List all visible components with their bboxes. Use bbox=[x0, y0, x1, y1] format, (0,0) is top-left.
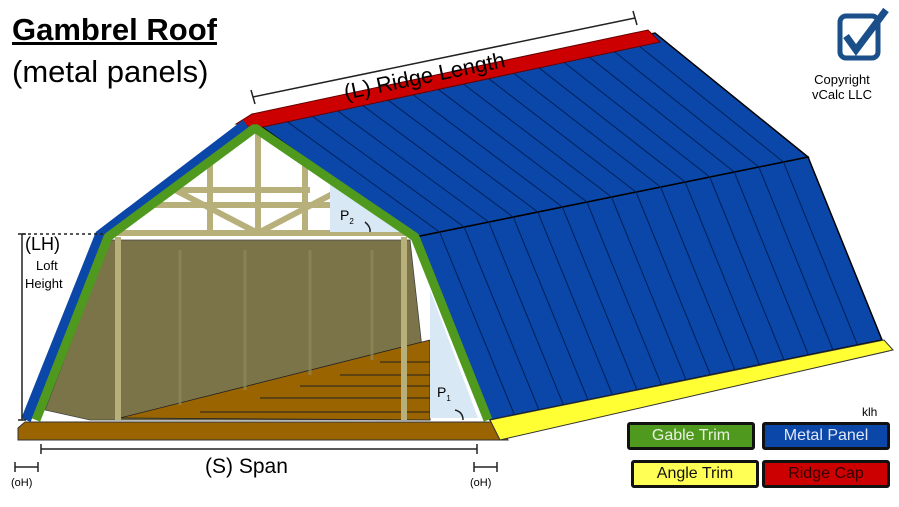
copyright-notice: Copyright vCalc LLC bbox=[812, 72, 872, 102]
panel-seam bbox=[635, 191, 711, 376]
panel-seam bbox=[586, 201, 662, 386]
panel-seam bbox=[684, 181, 760, 366]
angle-trim[interactable] bbox=[489, 339, 894, 441]
height-label: Height bbox=[25, 276, 63, 291]
floor-deck bbox=[17, 421, 509, 441]
legend-angle-trim: Angle Trim bbox=[631, 460, 759, 488]
panel-seam bbox=[512, 216, 589, 401]
panel-seam bbox=[304, 110, 465, 228]
panel-seam bbox=[354, 99, 514, 218]
ridge-length-dimension bbox=[252, 17, 636, 98]
panel-seam bbox=[733, 171, 809, 356]
panel-seam bbox=[758, 166, 834, 351]
panel-seam bbox=[504, 65, 661, 188]
pitch-2-label: P2 bbox=[340, 207, 354, 226]
panel-seam bbox=[454, 77, 612, 198]
overhang-right-label: (oH) bbox=[470, 477, 491, 489]
panel-seam bbox=[488, 221, 564, 406]
panel-seam bbox=[439, 231, 515, 416]
author-initials: klh bbox=[862, 405, 877, 419]
span-label: (S) Span bbox=[205, 455, 288, 478]
panel-seam bbox=[579, 49, 735, 173]
panel-seam bbox=[660, 186, 736, 371]
gable-trim-blue-edge bbox=[21, 120, 250, 422]
panel-seam bbox=[404, 88, 563, 208]
panel-seam bbox=[554, 54, 711, 178]
panel-seam bbox=[709, 176, 785, 361]
page-title: Gambrel Roof bbox=[12, 12, 217, 47]
panel-seam bbox=[463, 226, 540, 411]
panel-seam bbox=[561, 206, 638, 391]
page-subtitle: (metal panels) bbox=[12, 54, 209, 89]
panel-seam bbox=[279, 116, 440, 233]
panel-seam bbox=[529, 60, 686, 183]
panel-seam bbox=[629, 38, 784, 163]
panel-seam bbox=[379, 93, 539, 213]
loft-label: Loft bbox=[36, 258, 58, 273]
panel-seam bbox=[782, 161, 858, 346]
vcalc-logo-icon bbox=[837, 7, 889, 61]
copyright-line1: Copyright bbox=[814, 72, 870, 87]
pitch-1-triangle bbox=[430, 290, 478, 418]
pitch-1-label: P1 bbox=[437, 384, 451, 403]
legend-metal-panel: Metal Panel bbox=[762, 422, 890, 450]
copyright-line2: vCalc LLC bbox=[812, 87, 872, 102]
truss-framing bbox=[110, 130, 410, 420]
panel-seam bbox=[479, 71, 637, 193]
loft-abbr-label: (LH) bbox=[25, 234, 60, 254]
panel-seam bbox=[604, 43, 760, 168]
panel-seam bbox=[611, 196, 687, 381]
panel-seam bbox=[537, 211, 613, 396]
panel-seam bbox=[329, 104, 489, 223]
legend-ridge-cap: Ridge Cap bbox=[762, 460, 890, 488]
gable-trim[interactable] bbox=[31, 124, 493, 422]
legend-gable-trim: Gable Trim bbox=[627, 422, 755, 450]
panel-seam bbox=[429, 82, 588, 203]
overhang-left-label: (oH) bbox=[11, 477, 32, 489]
